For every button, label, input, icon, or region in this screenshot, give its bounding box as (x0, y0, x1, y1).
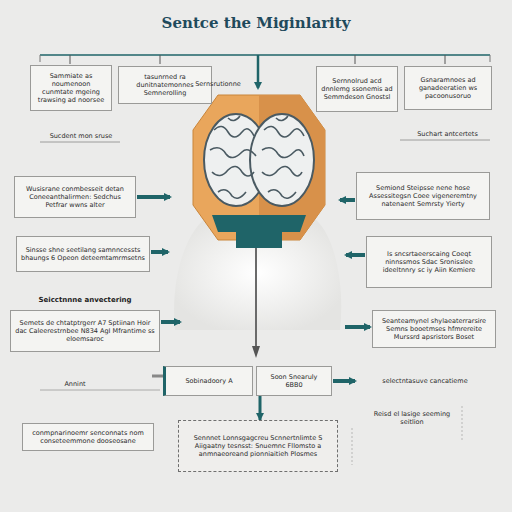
process-box: Soon Snearuly 6BB0 (256, 366, 332, 396)
left-arrow (151, 250, 168, 254)
node-text: Semets de chtatptrgerr A7 Sptiinan Hoir … (15, 319, 155, 343)
diagram-title: Sentce the Miginlarity (0, 14, 512, 32)
right-arrow (340, 198, 355, 202)
note-box: Reisd el lasige seeming seitlion (364, 404, 460, 432)
node-text: tasunrned ra dunitnatemonnes Semnerollin… (123, 73, 207, 97)
process-box: Sinsse shne seetilang samnncessts bhaung… (16, 236, 150, 272)
pin-tip (252, 346, 260, 358)
process-box: conmpnarinoemr senconnats nom conseteemm… (22, 423, 154, 451)
free-label: Annint (55, 380, 95, 388)
process-box: Wusisrane conmbesseit detan Coneeanthali… (14, 176, 136, 218)
node-heading: Seicctnnne anvectering (11, 296, 159, 304)
brain-right (250, 114, 314, 206)
right-arrow (346, 253, 365, 257)
process-box: Semiond Steipsse nene hose Assessitegsn … (356, 172, 490, 220)
underline (40, 140, 490, 142)
process-box: Seicctnnne anvecteringSemets de chtatptr… (10, 310, 160, 352)
tick-lines (70, 55, 445, 64)
process-box: Sobinadoory A (163, 366, 253, 396)
pin-stem (255, 248, 257, 350)
process-box: Gsnaramnoes ad ganadeeratien ws pacoonus… (404, 66, 492, 110)
bus-line (40, 54, 490, 56)
teal-base (212, 215, 306, 248)
node-text: Sernnolrud acd dnnlemg ssonemis ad Semmd… (321, 77, 393, 101)
free-label: Suchart antcertets (400, 130, 495, 138)
process-box: Seanteamynel shylaeaterrarsire Semns boo… (372, 310, 496, 348)
brain-folds (210, 116, 304, 198)
node-text: conmpnarinoemr senconnats nom conseteemm… (27, 429, 149, 445)
summary-box: Sennnet Lonnsgagcreu Scnnertnlimte S Aii… (178, 420, 338, 472)
node-text: Soon Snearuly 6BB0 (261, 373, 327, 389)
node-text: Sinsse shne seetilang samnncessts bhaung… (21, 246, 145, 262)
node-text: Reisd el lasige seeming seitlion (368, 410, 456, 426)
node-text: Sobinadoory A (170, 377, 248, 385)
left-arrow (137, 195, 170, 199)
process-box: Sernnolrud acd dnnlemg ssonemis ad Semmd… (316, 66, 398, 112)
left-arrow (161, 320, 180, 324)
node-text: Gsnaramnoes ad ganadeeratien ws pacoonus… (409, 76, 487, 100)
down-arrow (257, 55, 260, 88)
free-label: Sernsrutionne (188, 80, 248, 88)
node-text: Semiond Steipsse nene hose Assessitegsn … (361, 184, 485, 208)
free-label: Sucdent mon sruse (36, 132, 126, 140)
process-box: Is sncsrtaeerscaing Coeqt ninnssmos Sdac… (366, 236, 492, 288)
leader-line (40, 390, 160, 391)
node-text: Is sncsrtaeerscaing Coeqt ninnssmos Sdac… (371, 250, 487, 274)
right-arrow (345, 325, 370, 329)
free-label: selectntasuve cancatieme (358, 377, 492, 385)
right-arrow (333, 379, 355, 383)
node-text: Sennnet Lonnsgagcreu Scnnertnlimte S Aii… (183, 434, 333, 458)
process-box: Sammiate as noumenoon cunmtate mgeing tr… (30, 65, 112, 111)
node-text: Wusisrane conmbesseit detan Coneeanthali… (19, 185, 131, 209)
node-text: Sammiate as noumenoon cunmtate mgeing tr… (35, 72, 107, 104)
node-text: Seanteamynel shylaeaterrarsire Semns boo… (377, 317, 491, 341)
bus-end (40, 55, 490, 62)
dashed-guide (352, 406, 462, 465)
flow-arrow (259, 396, 262, 420)
cloud-backdrop (174, 215, 341, 330)
